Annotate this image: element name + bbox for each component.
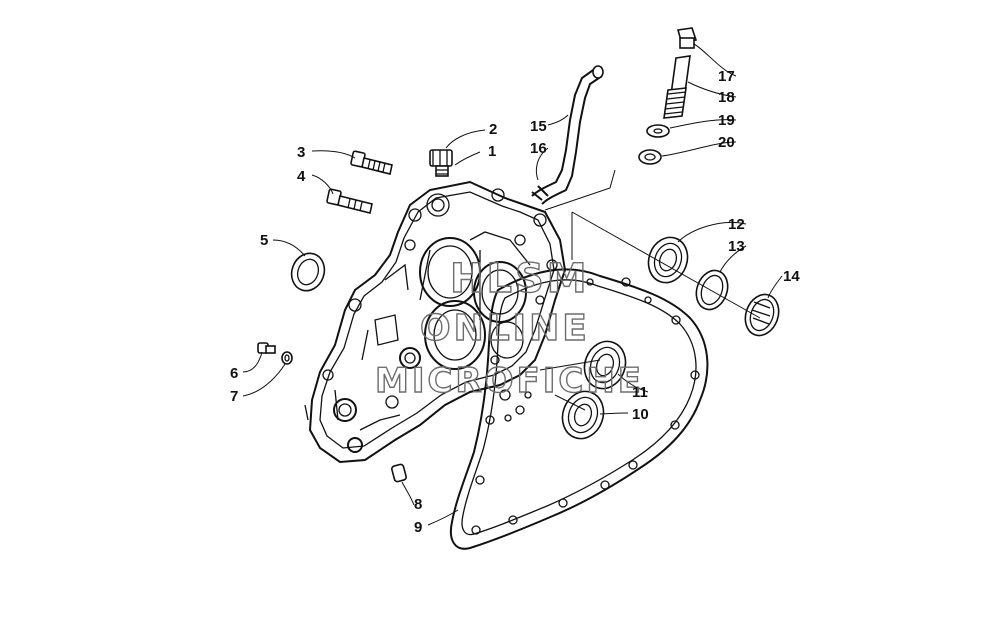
hose-clamp-part-16 [531, 185, 549, 201]
callout-19: 19 [718, 112, 735, 129]
callout-7: 7 [230, 388, 238, 405]
case-cover-part-1 [304, 180, 567, 464]
watermark-line-2: ONLINE [420, 308, 590, 349]
leader-lines [242, 43, 783, 526]
bearing-part-11 [583, 340, 627, 390]
gasket-part-9 [450, 268, 709, 550]
callout-4: 4 [297, 168, 306, 185]
callout-20: 20 [718, 134, 735, 151]
callout-3: 3 [297, 144, 305, 161]
seal-part-20 [638, 149, 662, 165]
callout-1: 1 [488, 143, 496, 160]
callout-16: 16 [530, 140, 547, 157]
callout-11: 11 [632, 384, 648, 401]
bolt-part-4 [326, 188, 373, 214]
cap-part-17 [676, 27, 698, 49]
callout-17: 17 [718, 68, 735, 85]
small-bolt-part-6 [257, 342, 276, 354]
drive-gear-shaft-part-18 [663, 55, 691, 119]
bolt-part-3 [350, 150, 393, 175]
washer-part-7 [281, 351, 293, 365]
bearing-part-10 [561, 390, 605, 440]
callout-8: 8 [414, 496, 422, 513]
watermark-line-1: HLSM [450, 256, 590, 302]
watermark: HLSM ONLINE MICROFICHE [374, 255, 644, 401]
washer-part-19 [646, 124, 670, 138]
breather-hose-part-15 [531, 65, 604, 205]
bearing-part-14 [744, 293, 780, 337]
callout-14: 14 [783, 268, 800, 285]
callout-12: 12 [728, 216, 745, 233]
callout-6: 6 [230, 365, 238, 382]
ring-part-13 [695, 269, 729, 311]
callout-9: 9 [414, 519, 422, 536]
dowel-pin-part-8 [391, 463, 407, 483]
callout-18: 18 [718, 89, 735, 106]
bearing-part-12 [647, 236, 689, 284]
callout-13: 13 [728, 238, 745, 255]
callout-5: 5 [260, 232, 268, 249]
callout-2: 2 [489, 121, 497, 138]
drain-plug-part-2 [429, 149, 453, 177]
callout-10: 10 [632, 406, 649, 423]
assembly-guide-lines [539, 169, 761, 411]
callout-labels: 1 2 3 4 5 6 7 8 9 10 11 12 13 14 15 16 1… [230, 68, 800, 536]
watermark-line-3: MICROFICHE [375, 361, 644, 401]
oil-seal-part-5 [290, 252, 326, 292]
callout-15: 15 [530, 118, 547, 135]
